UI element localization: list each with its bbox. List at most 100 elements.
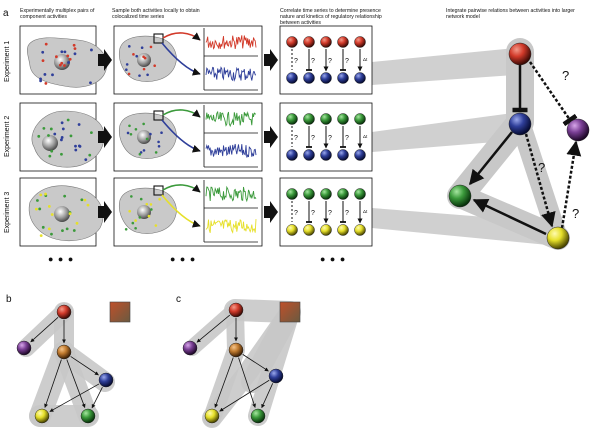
experiment-2-label: Experiment 2 [4,115,11,157]
experiment-1-sample-dot [135,54,139,58]
experiment-1-question-mark-2: ? [328,58,332,65]
experiment-1-marker-dot [39,79,43,83]
experiment-3-marker-dot [65,227,69,231]
experiment-2-series-box [113,102,263,172]
column-header-3: Correlate time series to determine prese… [280,8,382,27]
experiment-3-marker-dot [50,232,53,236]
experiment-1-sample-dot [138,74,141,77]
panel-label-c: c [176,294,181,305]
edge-blue-green [469,131,513,186]
panel-c-edge-orange-green [238,357,256,408]
experiment-1-marker-dot [60,50,64,54]
experiment-1-sample-dot [125,63,129,66]
experiment-1-label: Experiment 1 [4,40,11,82]
experiment-3-marker-dot [35,207,38,211]
experiment-1-pair-1-top-node [286,36,298,48]
network-question-3: ? [572,206,579,221]
experiment-3-series-box [113,177,263,247]
experiment-3-question-mark: ? [294,210,298,217]
experiment-1-delta-t: Δt [363,57,368,62]
experiment-2-sample-dot [134,127,138,131]
experiment-2-pair-4-bottom-node [337,149,349,161]
experiment-1-pair-4-top-node [337,36,349,48]
experiment-1-sample-dot [146,73,149,77]
experiment-1-pair-3-bottom-node [320,72,332,84]
experiment-1-curve-top [162,32,201,41]
experiment-3-pairs-box: ????Δt [279,177,373,247]
experiment-3-sample-dot [130,195,133,198]
panel-b-node-red [56,304,72,320]
experiment-3-marker-dot [63,194,67,198]
experiment-3-question-mark-2: ? [328,210,332,217]
experiment-1-sample-dot [142,67,146,71]
experiment-3-marker-dot [47,205,51,208]
experiment-1-marker-dot [54,55,58,59]
panel-label-a: a [3,8,9,19]
experiment-1-pair-5-bottom-node [354,72,366,84]
experiment-2-nucleus [42,135,58,151]
experiment-2-question-mark: ? [294,135,298,142]
panel-b-node-yellow [34,408,50,424]
experiment-1-sample-dot [132,53,135,56]
ellipsis-col2: ● ● ● [170,254,197,264]
experiment-1-sample-nucleus [137,53,151,67]
column-header-4: Integrate pairwise relations between act… [446,8,575,21]
network-node-yellow [546,226,570,250]
experiment-1-sample-dot [127,72,131,76]
experiment-1-marker-dot [73,47,77,51]
experiment-1-curve-bottom [161,42,201,76]
panel-c-node-purple [182,340,198,356]
experiment-2-pair-3-bottom-node [320,149,332,161]
panel-c-node-yellow [204,408,220,424]
experiment-3-marker-dot [47,227,51,231]
experiment-2-marker-dot [53,132,57,136]
experiment-3-pair-1-top-node [286,188,298,200]
experiment-3-nucleus [54,206,70,222]
edge-yellow-green [472,198,547,236]
edge-blue-yellow [524,133,556,228]
experiment-2-sample-dot [145,137,149,141]
experiment-1-marker-dot [41,59,45,63]
experiment-1-marker-dot [72,43,76,47]
connector-bands [372,48,548,245]
panel-b-node-orange [56,344,72,360]
experiment-1-pair-4-bottom-node [337,72,349,84]
experiment-2-marker-dot [61,127,65,131]
experiment-1-trace-top [205,35,257,50]
experiment-2-sample-dot [128,124,131,128]
column-header-1: Experimentally multiplex pairs of compon… [20,8,95,21]
experiment-1-sample-dot [140,46,144,50]
network-node-purple [566,118,590,142]
experiment-2-sample-dot [142,149,146,152]
experiment-1-arrow-2 [264,49,278,71]
network-question-1: ? [562,68,569,83]
column-header-2: Sample both activities locally to obtain… [112,8,200,21]
experiment-3-marker-dot [39,234,43,238]
experiment-2-marker-dot [60,138,63,142]
experiment-2-pair-1-top-node [286,113,298,125]
experiment-3-trace-bottom [205,218,257,234]
experiment-1-marker-dot [63,64,66,67]
experiment-2-pair-2-bottom-node [303,149,315,161]
network-node-blue [508,112,532,136]
experiment-2-sample-dot [138,152,142,156]
experiment-3-sample-dot [139,197,143,201]
experiment-1-marker-dot [43,73,47,76]
experiment-3-marker-dot [50,213,54,216]
experiment-3-delta-t: Δt [363,209,368,214]
experiment-1-pair-2-bottom-node [303,72,315,84]
experiment-2-pair-4-top-node [337,113,349,125]
experiment-2-pair-5-top-node [354,113,366,125]
experiment-3-cell-box [19,177,104,247]
experiment-3-sample-dot [138,216,142,219]
panel-b-unknown-square [109,301,131,323]
experiment-3-sample-dot [128,209,131,213]
experiment-3-pair-4-bottom-node [337,224,349,236]
experiment-1-marker-dot [68,57,72,61]
experiment-2-marker-dot [37,134,41,138]
panel-c-edge-orange-blue [242,354,269,372]
experiment-3-pair-1-bottom-node [286,224,298,236]
experiment-3-marker-dot [38,207,42,211]
panel-b-edge-blue-yellow [49,383,100,412]
